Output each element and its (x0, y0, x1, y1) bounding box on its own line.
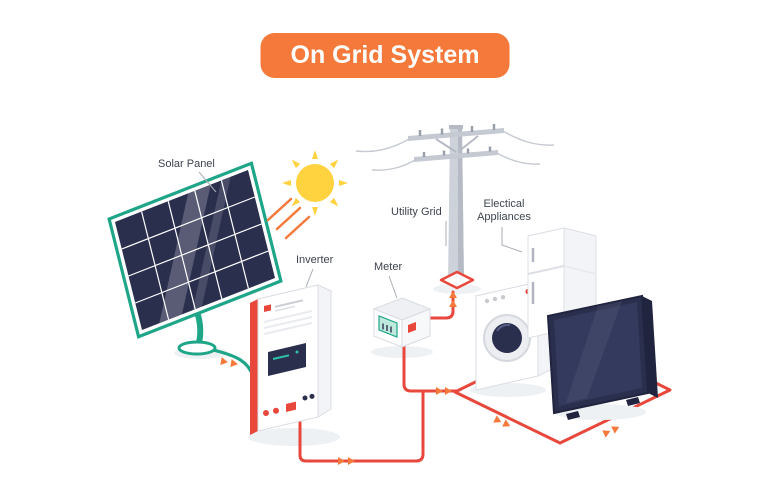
inverter-unit (250, 284, 333, 435)
inverter-label: Inverter (296, 254, 334, 266)
solar-panel (109, 163, 281, 354)
solar-panel-label: Solar Panel (158, 158, 215, 170)
utility-grid-label: Utility Grid (391, 206, 442, 218)
wire-meter-to-grid (418, 290, 455, 320)
wire-meter-to-load (402, 343, 459, 393)
electrical-appliances-label-line2: Appliances (477, 211, 531, 223)
refrigerator (527, 227, 597, 339)
label-connector-lines (198, 171, 523, 299)
meter-screen (378, 315, 398, 338)
wire-inverter-output (298, 389, 425, 463)
sun-icon (282, 150, 348, 216)
pole-base-connector (439, 270, 475, 290)
appliances-label-line (501, 227, 523, 253)
solar-panel-label-line (198, 171, 217, 193)
electrical-appliances-label-line1: Electical (483, 198, 525, 210)
meter-label: Meter (374, 261, 403, 273)
ac-wiring (298, 290, 459, 463)
wire-panel-to-inverter (211, 348, 258, 404)
sun-rays-to-panel (266, 197, 311, 240)
insulators (418, 124, 496, 157)
title-badge: On Grid System (260, 33, 510, 78)
meter-label-line (388, 275, 398, 299)
energy-meter (372, 297, 432, 348)
utility-pole (355, 124, 555, 290)
television (546, 294, 658, 420)
inverter-label-line (305, 268, 314, 288)
electrical-appliances-label: Electical Appliances (462, 198, 546, 224)
